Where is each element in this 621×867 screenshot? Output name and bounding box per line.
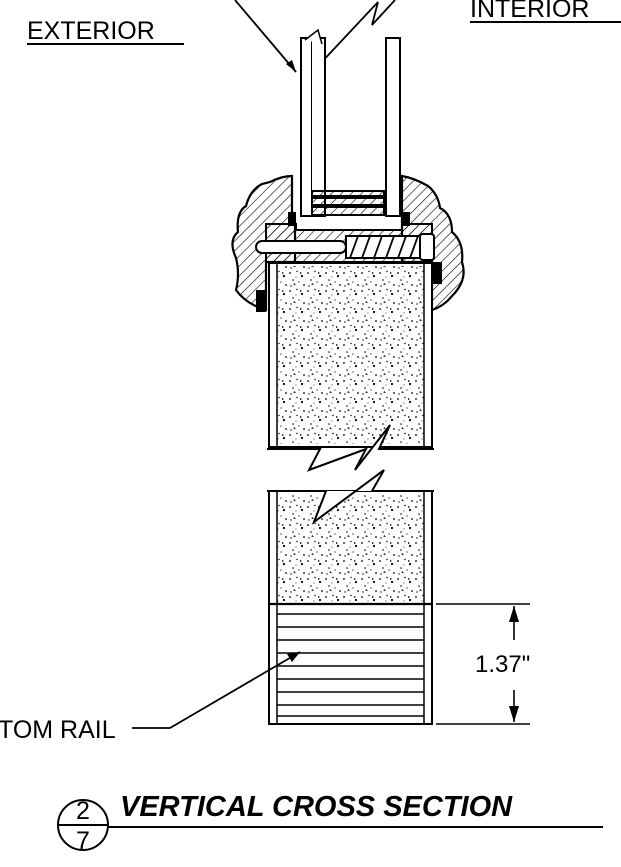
leader-arrow <box>286 60 296 72</box>
setting-block-right <box>402 212 410 226</box>
screw-threads <box>349 235 419 259</box>
glass-pane-interior <box>385 37 401 217</box>
screw-head <box>419 233 435 261</box>
dimension-bottom-rail: 1.37" <box>436 603 530 725</box>
gasket-right <box>432 262 442 284</box>
gasket-left <box>256 290 266 312</box>
lower-break-line <box>267 469 434 525</box>
glass-break-mark <box>304 28 323 45</box>
glass-spacer <box>311 190 385 216</box>
detail-number: 2 <box>76 797 90 825</box>
setting-block-left <box>288 212 296 226</box>
glass-unit <box>300 28 401 217</box>
drawing-title: VERTICAL CROSS SECTION <box>120 791 513 823</box>
interior-label: INTERIOR <box>470 0 589 23</box>
sheet-number: 7 <box>76 827 90 855</box>
lower-core-fill <box>277 494 424 604</box>
fastener-screw <box>255 233 435 261</box>
title-block: 2 7 VERTICAL CROSS SECTION <box>57 791 603 855</box>
exterior-label: EXTERIOR <box>27 17 155 45</box>
glass-pane-exterior <box>300 37 313 217</box>
upper-core <box>267 262 434 472</box>
glass-pane-exterior-edge <box>312 37 326 217</box>
dimension-arrow-down <box>509 706 519 722</box>
bottom-rail-leader <box>132 651 301 729</box>
screw-shank <box>255 240 347 254</box>
bottom-rail-callout: TOM RAIL <box>0 651 301 744</box>
dimension-arrow-up <box>509 606 519 622</box>
bottom-rail-label: TOM RAIL <box>0 716 116 744</box>
interior-label-group: INTERIOR <box>470 0 621 23</box>
bottom-rail-leader-arrow <box>287 652 300 662</box>
exterior-label-group: EXTERIOR <box>27 17 184 45</box>
glass-leaders <box>234 0 396 73</box>
leader-line-exterior-glass <box>234 0 297 73</box>
upper-break-line <box>267 424 434 472</box>
upper-core-fill <box>277 266 424 444</box>
bottom-rail-laminations <box>277 613 424 717</box>
dimension-value: 1.37" <box>475 651 530 678</box>
lower-core <box>267 469 434 725</box>
leader-line-interior-glass <box>317 0 396 67</box>
